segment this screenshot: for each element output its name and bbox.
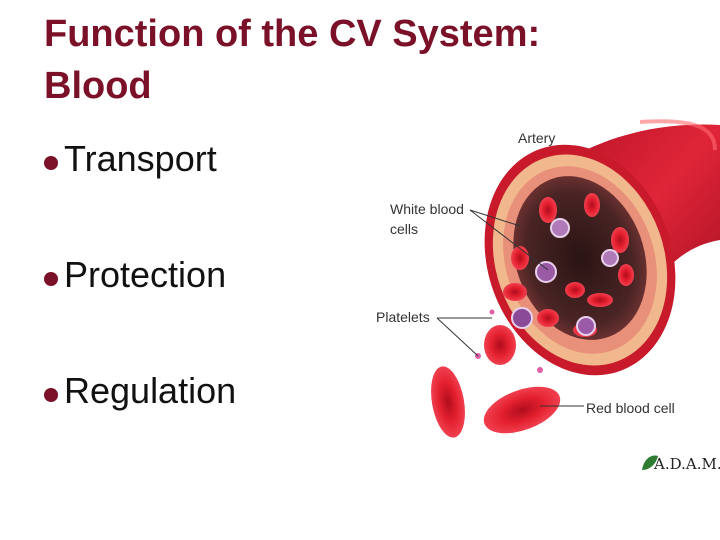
bullet-item-protection: Protection xyxy=(44,248,236,302)
red-blood-cell xyxy=(484,325,516,365)
leader-line xyxy=(469,209,549,271)
red-blood-cell xyxy=(584,193,600,217)
red-blood-cell xyxy=(611,227,629,253)
slide-title: Function of the CV System: Blood xyxy=(44,8,684,112)
red-blood-cell xyxy=(618,264,634,286)
red-blood-cell xyxy=(587,293,613,307)
bullet-label: Transport xyxy=(64,138,217,179)
label-red-blood-cell: Red blood cell xyxy=(586,400,675,416)
lumen-cells xyxy=(511,193,634,337)
logo-text: A.D.A.M. xyxy=(653,455,720,473)
bullet-label: Regulation xyxy=(64,370,237,411)
white-blood-cell xyxy=(550,218,570,238)
red-blood-cell xyxy=(565,282,585,298)
white-blood-cell xyxy=(511,307,533,329)
label-platelets: Platelets xyxy=(376,309,430,325)
label-artery: Artery xyxy=(518,130,555,146)
platelet xyxy=(489,309,495,315)
red-blood-cell xyxy=(511,246,529,270)
slide-title-line2: Blood xyxy=(44,65,152,107)
white-blood-cell xyxy=(601,249,619,267)
white-blood-cell xyxy=(535,261,557,283)
white-blood-cell xyxy=(576,316,596,336)
label-white-blood-line2: cells xyxy=(390,221,418,237)
bullet-dot-icon xyxy=(44,388,58,402)
artery-outer-ring xyxy=(639,119,717,151)
label-white-blood-line1: White blood xyxy=(390,201,464,217)
red-blood-cell xyxy=(503,283,527,301)
red-blood-cell xyxy=(483,386,561,434)
red-blood-cell xyxy=(539,197,557,223)
platelet xyxy=(537,367,543,373)
red-blood-cell xyxy=(537,309,559,327)
bullet-item-regulation: Regulation xyxy=(44,364,236,418)
bullet-dot-icon xyxy=(44,156,58,170)
leader-line xyxy=(469,209,521,227)
bullet-item-transport: Transport xyxy=(44,132,236,186)
slide-title-line1: Function of the CV System: xyxy=(44,13,541,55)
bullet-list: Transport Protection Regulation xyxy=(44,132,236,480)
red-blood-cell xyxy=(431,366,465,438)
leader-line xyxy=(436,317,479,357)
bullet-dot-icon xyxy=(44,272,58,286)
bullet-label: Protection xyxy=(64,254,227,295)
leaf-icon xyxy=(642,455,658,470)
adam-logo: A.D.A.M. xyxy=(642,455,720,473)
